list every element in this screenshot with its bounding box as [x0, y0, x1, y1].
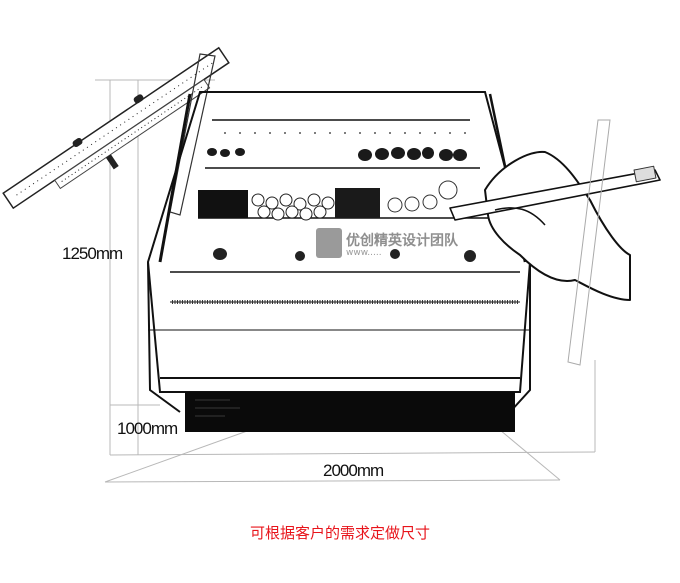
produce-top-shelf: [207, 147, 467, 161]
depth-value: 1000mm: [117, 419, 178, 438]
watermark-url: www.....: [346, 248, 382, 258]
watermark: 优创精英设计团队 www.....: [316, 226, 476, 260]
watermark-logo-icon: [316, 228, 342, 258]
watermark-text: 优创精英设计团队: [346, 233, 458, 249]
produce-lower-shelf: [213, 248, 476, 262]
height-dimension-label: 1250mm: [62, 244, 123, 264]
caliper-ruler-icon: [2, 46, 230, 210]
depth-dimension-label: 1000mm: [117, 419, 178, 439]
hand-with-pencil-icon: [449, 150, 661, 301]
custom-size-caption: 可根据客户的需求定做尺寸: [249, 524, 430, 542]
background-ruler: [567, 119, 611, 366]
produce-middle-shelf: [198, 180, 458, 221]
height-value: 1250mm: [62, 244, 123, 263]
width-value: 2000mm: [323, 461, 384, 480]
width-dimension-label: 2000mm: [323, 461, 384, 481]
cabinet-base-grille: [185, 392, 515, 432]
pegboard-dots: [224, 132, 466, 134]
